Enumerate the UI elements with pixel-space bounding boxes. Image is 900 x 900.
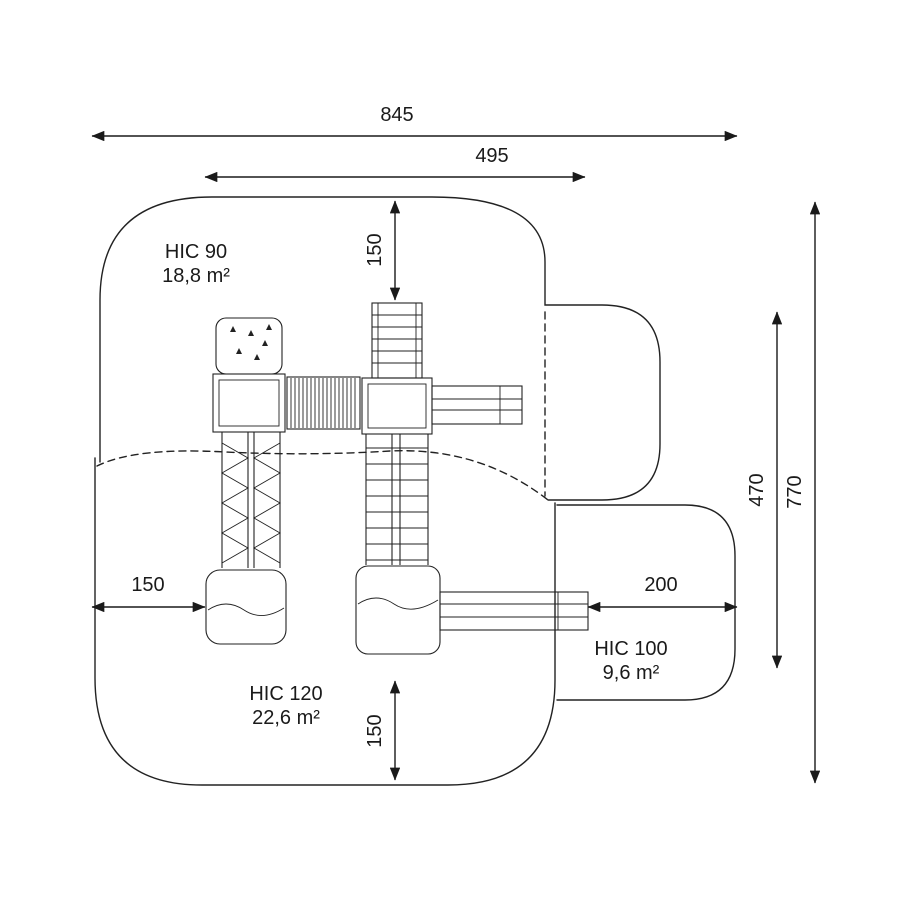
bridge bbox=[286, 376, 361, 430]
dimension-total-height-value: 770 bbox=[784, 475, 806, 508]
hic120-area: 22,6 m² bbox=[252, 707, 320, 729]
dimension-inner-width: 495 bbox=[204, 145, 586, 183]
climbing-wall-panel bbox=[215, 317, 283, 375]
dimension-right-offset-value: 200 bbox=[644, 574, 677, 596]
safety-zones bbox=[94, 196, 736, 786]
bridge-hatching bbox=[290, 378, 356, 428]
dimension-left-offset-value: 150 bbox=[131, 574, 164, 596]
lower-slide bbox=[439, 591, 589, 631]
zone-boundary-dashed bbox=[96, 450, 549, 501]
upper-slide bbox=[431, 385, 523, 425]
left-net-climber bbox=[221, 432, 281, 568]
dimension-bottom-offset-value: 150 bbox=[364, 714, 386, 747]
dimension-total-height: 770 bbox=[784, 201, 821, 784]
dimension-left-offset: 150 bbox=[91, 574, 206, 613]
dimension-bottom-offset: 150 bbox=[364, 680, 401, 781]
hic90-area: 18,8 m² bbox=[162, 265, 230, 287]
ladder bbox=[371, 302, 423, 379]
play-structure bbox=[205, 302, 589, 655]
dimension-top-offset-value: 150 bbox=[364, 233, 386, 266]
dimension-inner-width-value: 495 bbox=[475, 145, 508, 167]
zone-outline-hic90 bbox=[99, 196, 661, 501]
zone-outline-hic120 bbox=[94, 457, 556, 786]
dimension-top-offset: 150 bbox=[364, 200, 401, 301]
bottom-left-platform bbox=[205, 569, 287, 645]
bottom-right-platform bbox=[355, 565, 441, 655]
hic100-label: HIC 100 bbox=[594, 638, 667, 660]
dimension-total-width: 845 bbox=[91, 104, 738, 142]
hic120-label: HIC 120 bbox=[249, 683, 322, 705]
dimension-right-offset: 200 bbox=[587, 574, 738, 613]
dimension-inner-height-value: 470 bbox=[746, 473, 768, 506]
dimension-total-width-value: 845 bbox=[380, 104, 413, 126]
hic90-label: HIC 90 bbox=[165, 241, 227, 263]
dimensions: 845 495 150 770 470 150 200 bbox=[91, 104, 821, 784]
left-platform-inner bbox=[218, 379, 280, 427]
zone-labels: HIC 90 18,8 m² HIC 120 22,6 m² HIC 100 9… bbox=[162, 241, 668, 729]
right-net-climber bbox=[365, 434, 429, 565]
climbing-holds bbox=[230, 324, 272, 360]
top-platform-inner bbox=[367, 383, 427, 429]
hic100-area: 9,6 m² bbox=[603, 662, 660, 684]
left-platform bbox=[212, 373, 286, 433]
dimension-inner-height: 470 bbox=[746, 311, 783, 669]
top-platform bbox=[361, 377, 433, 435]
